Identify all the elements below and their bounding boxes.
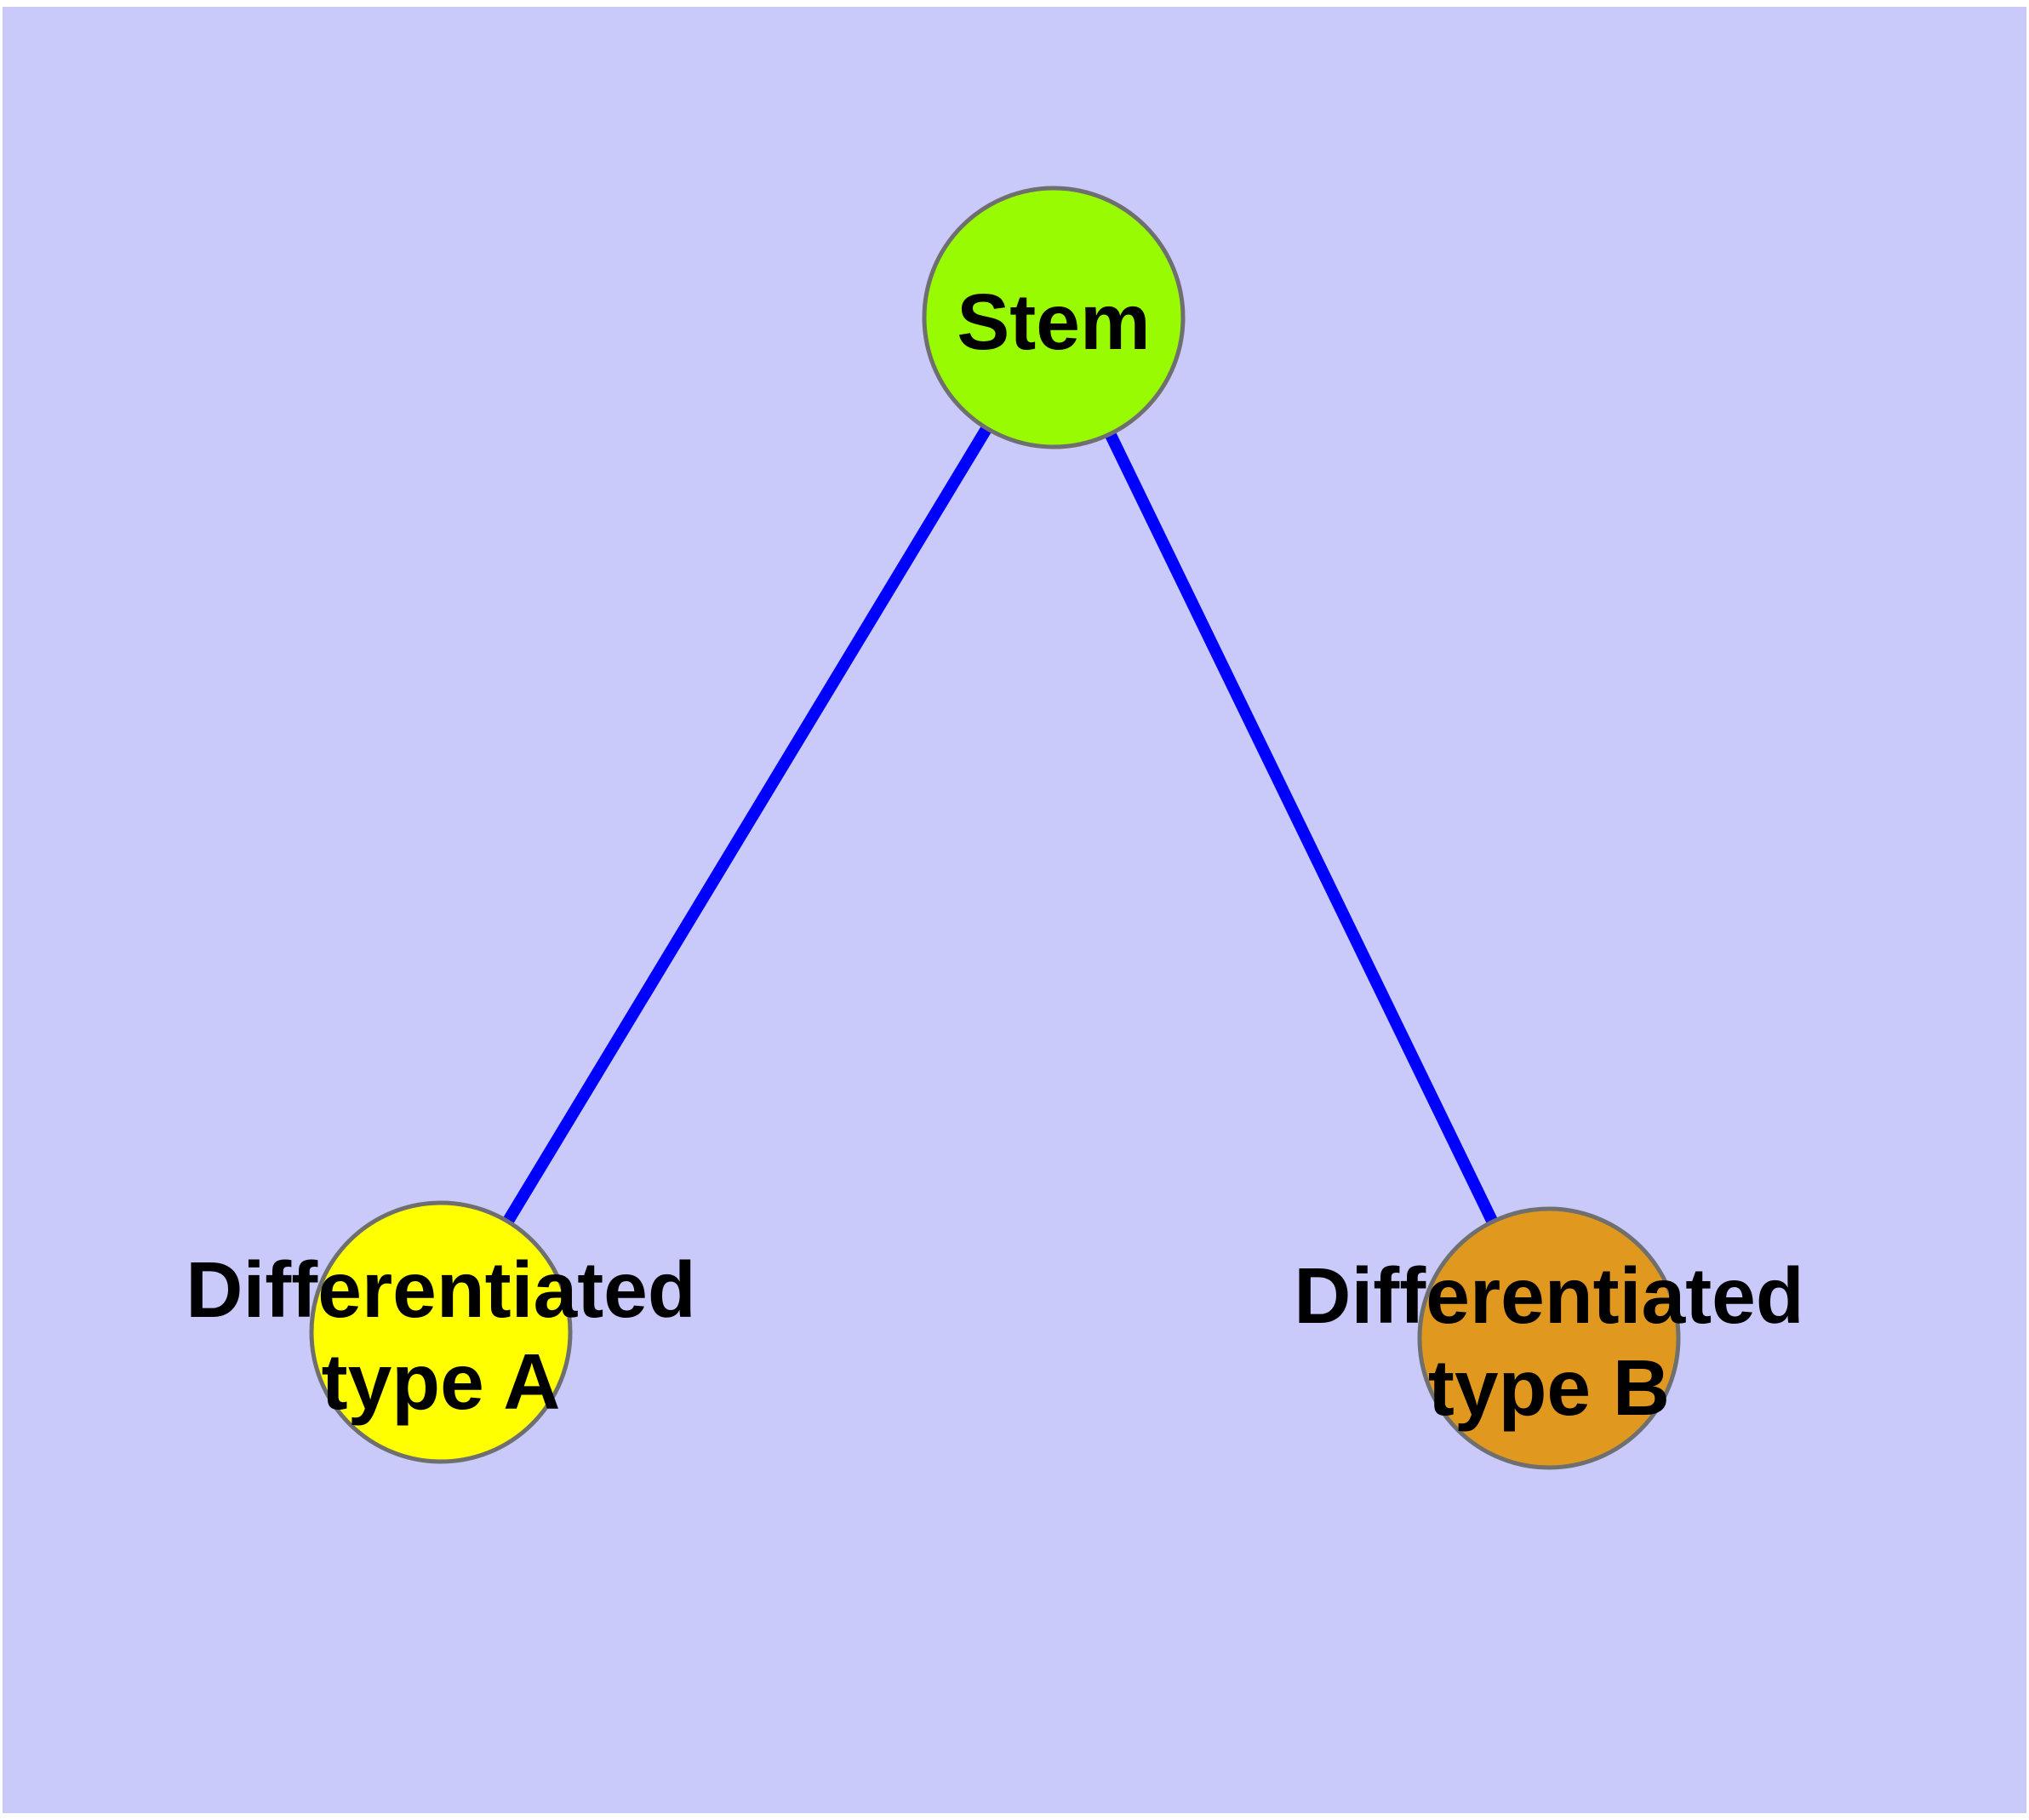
node-stem-label: Stem xyxy=(957,278,1150,366)
node-type-a xyxy=(309,1200,573,1464)
edge-stem-to-type-b xyxy=(1048,314,1555,1342)
edge-stem-to-type-a xyxy=(436,314,1059,1336)
node-stem xyxy=(922,186,1186,449)
node-type-a-label-line1: Differentiated xyxy=(186,1245,695,1334)
node-type-b xyxy=(1417,1206,1681,1470)
node-type-a-label-line2: type A xyxy=(322,1337,561,1426)
node-type-b-label-line2: type B xyxy=(1428,1343,1670,1432)
node-type-b-label-line1: Differentiated xyxy=(1294,1251,1803,1340)
